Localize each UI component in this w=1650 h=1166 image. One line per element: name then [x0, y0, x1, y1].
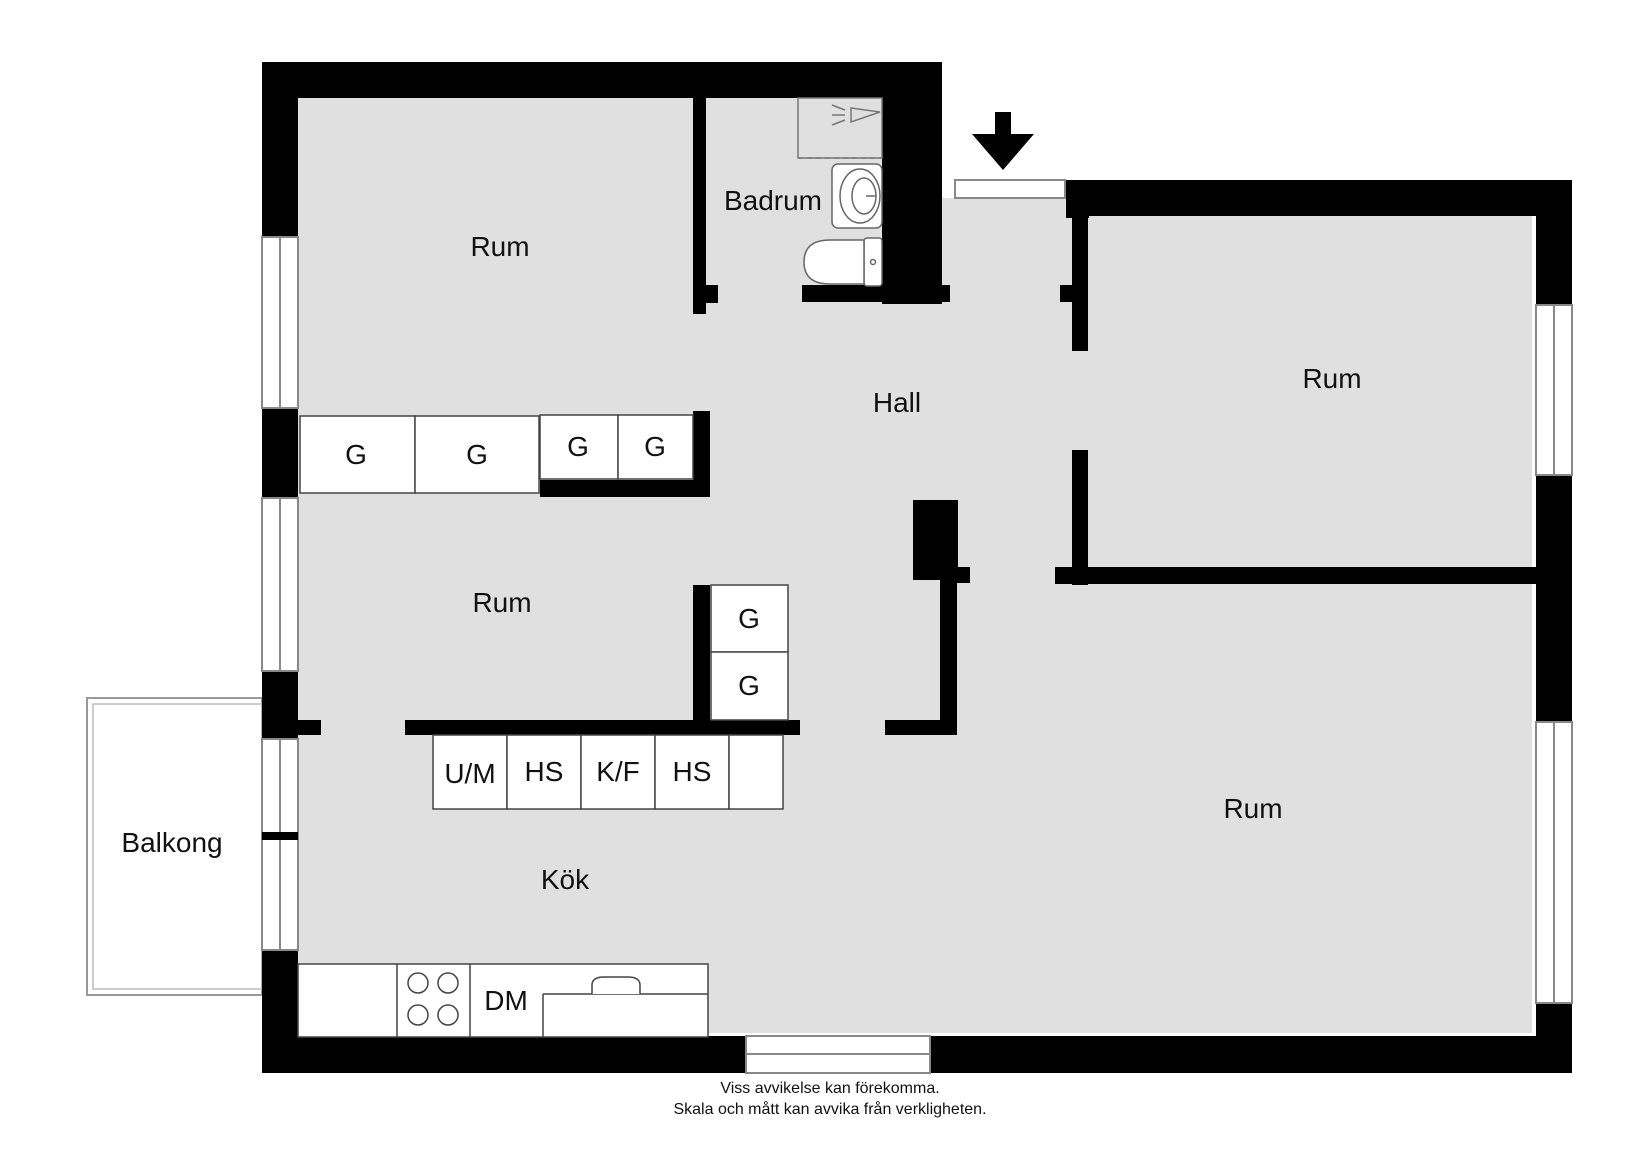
kitchen-unit-row [432, 734, 784, 810]
toilet-icon [803, 237, 883, 287]
unit-label-hs: HS [673, 756, 712, 787]
unit-label-um: U/M [444, 758, 495, 789]
wardrobe-label: G [466, 439, 488, 470]
disclaimer-line-1: Viss avvikelse kan förekomma. [720, 1080, 939, 1097]
room-label-hall: Hall [873, 387, 921, 418]
stove-icon [407, 972, 459, 1026]
unit-label-kf: K/F [596, 756, 640, 787]
kitchen-counter [297, 963, 709, 1038]
room-label-balkong: Balkong [121, 827, 222, 858]
room-label-rum-middle-left: Rum [472, 587, 531, 618]
entrance-arrow-icon [972, 112, 1034, 170]
room-label-rum-right-upper: Rum [1302, 363, 1361, 394]
wardrobe-label: G [738, 603, 760, 634]
wardrobe-row-upper [299, 414, 694, 494]
unit-label-dm: DM [484, 985, 528, 1016]
balcony-door-mark [262, 832, 298, 840]
unit-label-hs: HS [525, 756, 564, 787]
balcony [86, 697, 263, 996]
wardrobe-label: G [345, 439, 367, 470]
windows [261, 179, 1573, 1074]
wardrobe-label: G [644, 431, 666, 462]
wardrobe-label: G [567, 431, 589, 462]
sink-icon [831, 163, 883, 229]
disclaimer-line-2: Skala och mått kan avvika från verklighe… [673, 1100, 986, 1118]
room-label-rum-right-lower: Rum [1223, 793, 1282, 824]
outer-walls [262, 62, 1572, 1073]
room-label-badrum: Badrum [724, 185, 822, 216]
shower-icon [797, 97, 883, 159]
room-label-rum-top-left: Rum [470, 231, 529, 262]
kitchen-sink-icon [591, 976, 641, 994]
interior-walls [298, 98, 1536, 735]
wardrobe-label: G [738, 670, 760, 701]
room-label-kok: Kök [541, 864, 590, 895]
wardrobe-column [710, 584, 789, 721]
